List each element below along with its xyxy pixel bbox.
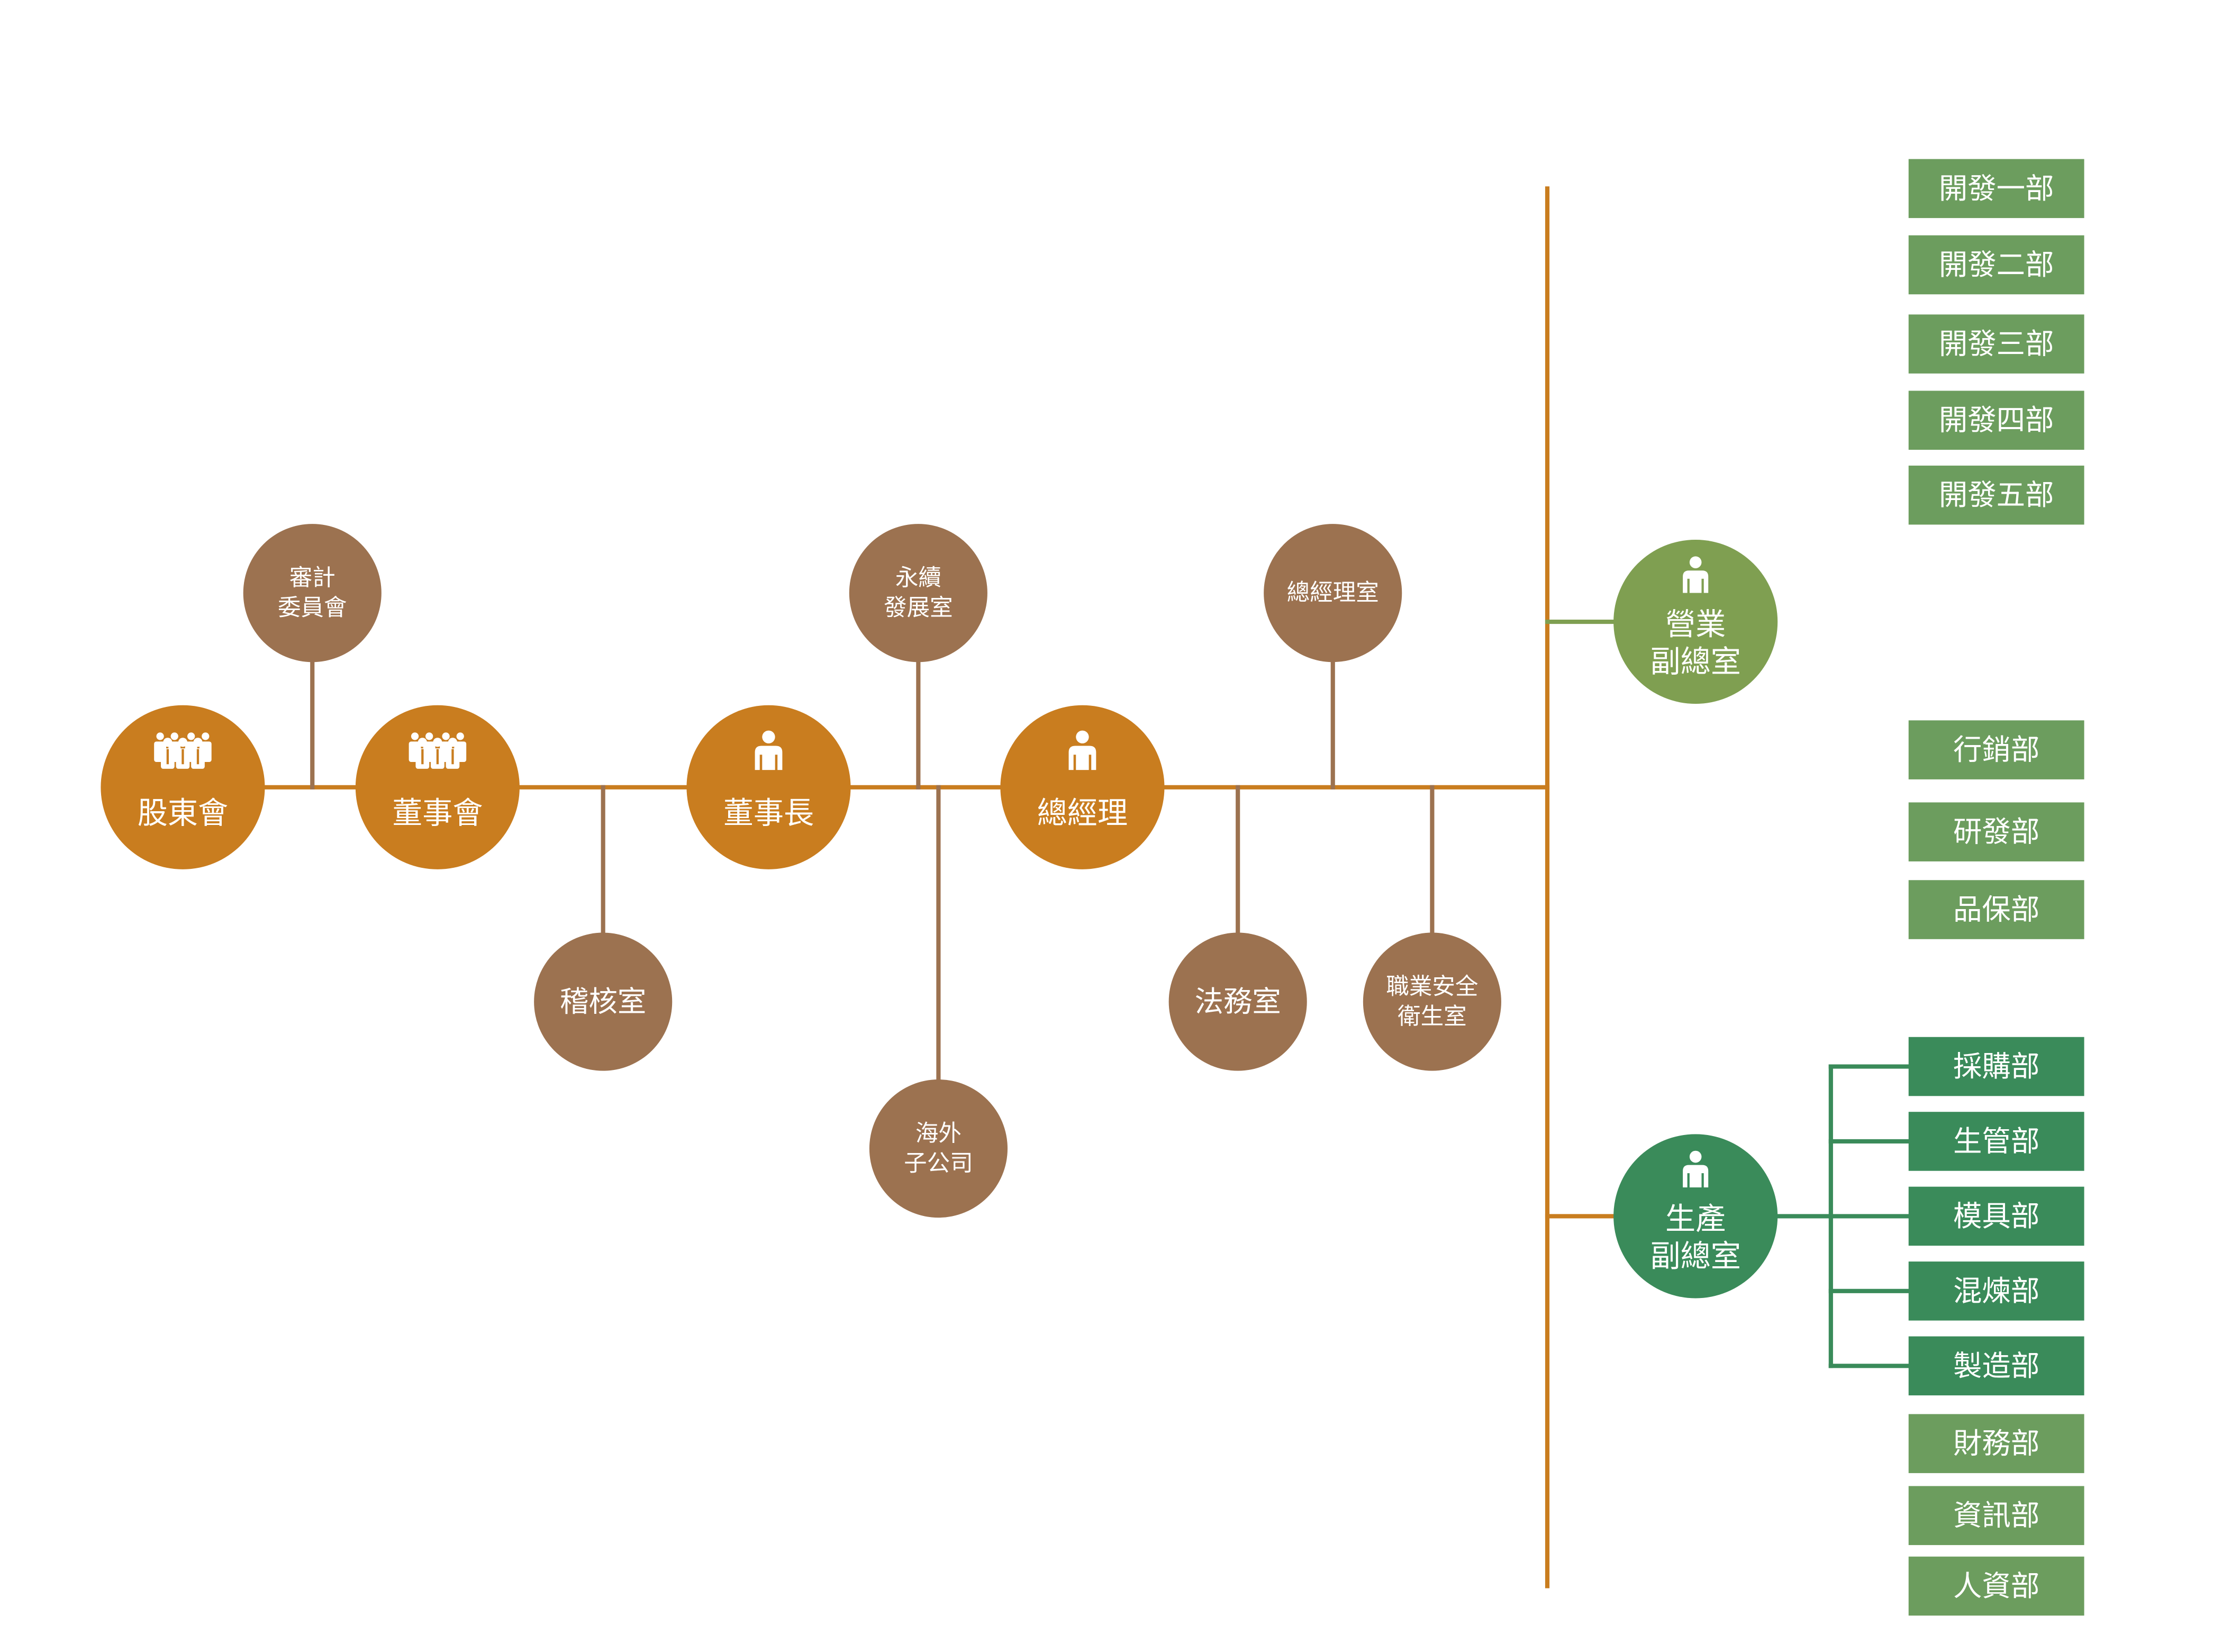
dept-box-rect: [1908, 1261, 2084, 1321]
dept-label: 開發四部: [1939, 404, 2054, 437]
dept-box[interactable]: 研發部: [1908, 802, 2084, 861]
dept-label: 品保部: [1953, 893, 2039, 927]
node-sustainability-label-2: 發展室: [884, 595, 953, 621]
dept-box[interactable]: 開發四部: [1908, 391, 2084, 450]
node-gm-label: 總經理: [1037, 796, 1128, 831]
node-production-vp-label-1: 生產: [1665, 1202, 1726, 1237]
node-board[interactable]: 董事會: [355, 705, 520, 869]
node-gm-circle: [1000, 705, 1165, 869]
dept-box-rect: [1908, 880, 2084, 939]
dept-box[interactable]: 開發一部: [1908, 159, 2084, 219]
node-safety-circle: [1363, 932, 1501, 1071]
node-chairman[interactable]: 董事長: [686, 705, 851, 869]
dept-label: 研發部: [1953, 815, 2039, 849]
node-overseas-label-1: 海外: [915, 1120, 962, 1147]
node-gm[interactable]: 總經理: [1000, 705, 1165, 869]
dept-box-rect: [1908, 1186, 2084, 1246]
dept-box[interactable]: 品保部: [1908, 880, 2084, 939]
dept-box-rect: [1908, 720, 2084, 779]
node-sales-vp-circle: [1613, 540, 1778, 704]
dept-box-rect: [1908, 314, 2084, 374]
node-audit-office-label-1: 稽核室: [560, 985, 646, 1019]
node-sustainability-circle: [849, 524, 987, 662]
dept-label: 採購部: [1953, 1050, 2039, 1083]
dept-label: 模具部: [1953, 1200, 2039, 1233]
node-production-vp-label-2: 副總室: [1650, 1239, 1740, 1274]
dept-box-rect: [1908, 1556, 2084, 1616]
dept-box[interactable]: 開發二部: [1908, 235, 2084, 295]
node-legal-circle: [1168, 932, 1307, 1071]
node-safety-label-2: 衛生室: [1398, 1003, 1467, 1030]
dept-label: 人資部: [1953, 1569, 2039, 1603]
dept-label: 開發二部: [1939, 248, 2054, 282]
dept-box[interactable]: 生管部: [1908, 1112, 2084, 1171]
dept-box[interactable]: 製造部: [1908, 1336, 2084, 1396]
dept-label: 開發三部: [1939, 328, 2054, 361]
dept-box-rect: [1908, 391, 2084, 450]
node-audit-office-circle: [534, 932, 673, 1071]
node-shareholders[interactable]: 股東會: [101, 705, 265, 869]
dept-box[interactable]: 採購部: [1908, 1037, 2084, 1096]
dept-label: 製造部: [1953, 1349, 2039, 1383]
node-audit-committee-label-2: 委員會: [278, 595, 347, 621]
node-shareholders-circle: [101, 705, 265, 869]
node-board-circle: [355, 705, 520, 869]
dept-box-rect: [1908, 235, 2084, 295]
dept-label: 生管部: [1953, 1124, 2039, 1158]
node-sales-vp-label-1: 營業: [1665, 607, 1726, 642]
node-chairman-circle: [686, 705, 851, 869]
node-gm-office-label-1: 總經理室: [1287, 580, 1379, 606]
dept-box[interactable]: 開發三部: [1908, 314, 2084, 374]
node-sustainability-label-1: 永續: [895, 565, 941, 591]
node-safety-label-1: 職業安全: [1386, 974, 1478, 1000]
node-chairman-label: 董事長: [723, 796, 814, 831]
dept-box[interactable]: 財務部: [1908, 1414, 2084, 1473]
node-production-vp-circle: [1613, 1134, 1778, 1299]
dept-box[interactable]: 資訊部: [1908, 1486, 2084, 1545]
group-icon: [409, 732, 467, 769]
node-audit-office[interactable]: 稽核室: [534, 932, 673, 1071]
node-sales-vp-label-2: 副總室: [1650, 645, 1740, 679]
dept-box-rect: [1908, 1037, 2084, 1096]
node-shareholders-label: 股東會: [138, 796, 228, 831]
node-gm-office-circle: [1264, 524, 1402, 662]
node-overseas-circle: [869, 1079, 1008, 1218]
node-legal-label-1: 法務室: [1195, 985, 1281, 1019]
dept-box[interactable]: 行銷部: [1908, 720, 2084, 779]
dept-box-rect: [1908, 1414, 2084, 1473]
group-icon: [154, 732, 212, 769]
dept-label: 開發一部: [1939, 172, 2054, 205]
dept-label: 混煉部: [1953, 1274, 2039, 1308]
node-board-label: 董事會: [392, 796, 483, 831]
node-legal[interactable]: 法務室: [1168, 932, 1307, 1071]
dept-label: 資訊部: [1953, 1499, 2039, 1532]
dept-label: 行銷部: [1953, 733, 2039, 767]
dept-box-rect: [1908, 802, 2084, 861]
dept-box-rect: [1908, 1336, 2084, 1396]
node-audit-committee-circle: [243, 524, 382, 662]
dept-box[interactable]: 開發五部: [1908, 465, 2084, 525]
dept-label: 財務部: [1953, 1427, 2039, 1460]
dept-box[interactable]: 模具部: [1908, 1186, 2084, 1246]
dept-box-rect: [1908, 1486, 2084, 1545]
dept-label: 開發五部: [1939, 478, 2054, 512]
dept-box-rect: [1908, 465, 2084, 525]
node-audit-committee-label-1: 審計: [289, 565, 335, 591]
node-overseas-label-2: 子公司: [904, 1150, 973, 1177]
dept-box[interactable]: 混煉部: [1908, 1261, 2084, 1321]
dept-box[interactable]: 人資部: [1908, 1556, 2084, 1616]
dept-box-rect: [1908, 1112, 2084, 1171]
node-gm-office[interactable]: 總經理室: [1264, 524, 1402, 662]
dept-box-rect: [1908, 159, 2084, 219]
